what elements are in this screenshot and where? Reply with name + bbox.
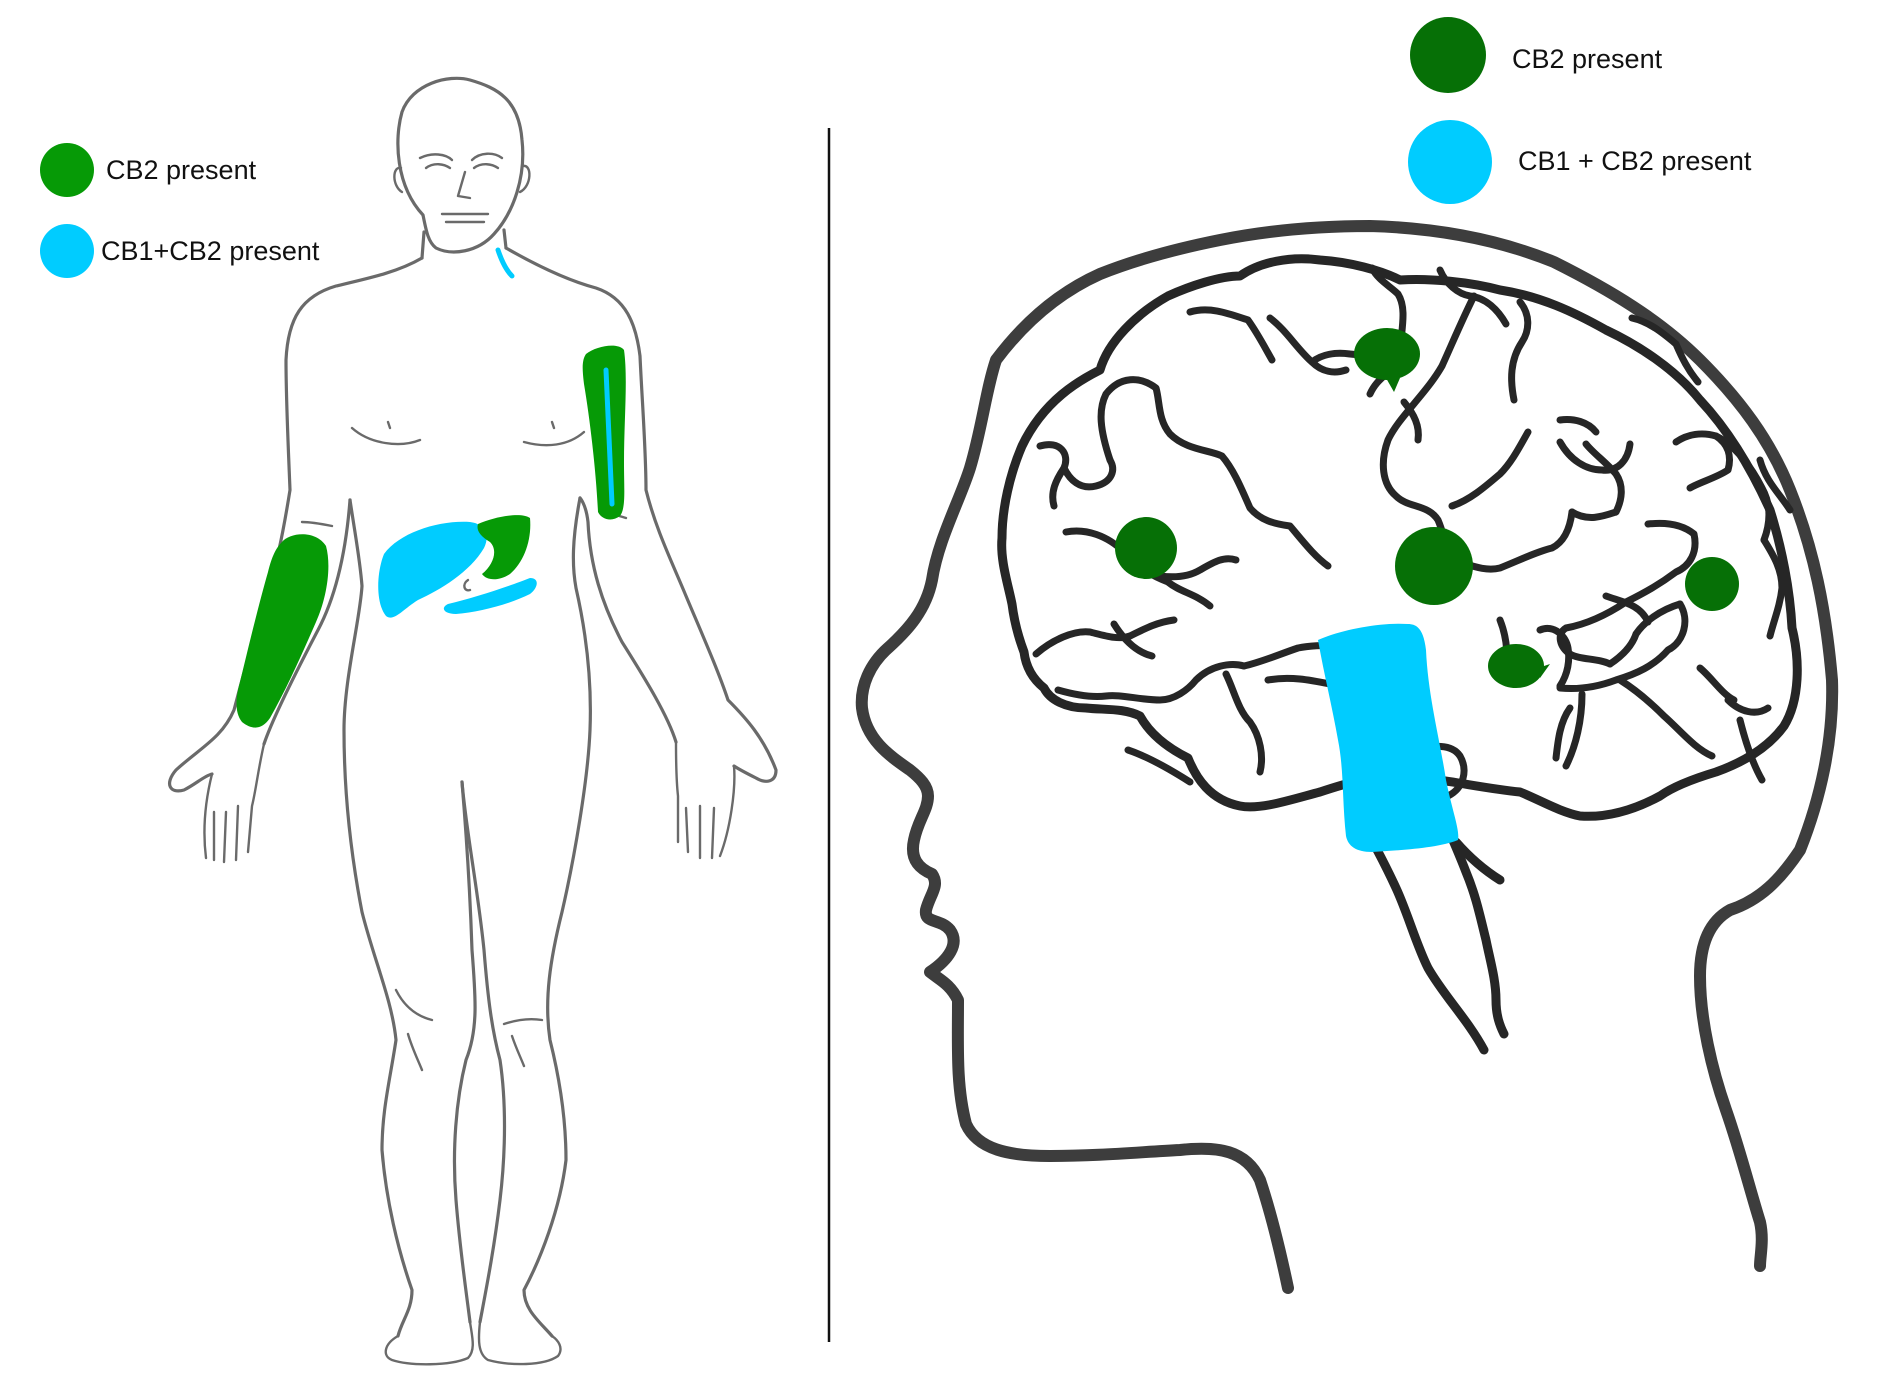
- body-inner-right-leg: [460, 780, 507, 1324]
- body-foot-right: [477, 1320, 562, 1366]
- body-legend: CB2 present CB1+CB2 present: [40, 143, 320, 278]
- body-legend-cb1-cb2-swatch: [40, 224, 94, 278]
- body-legend-cb1-cb2-label: CB1+CB2 present: [101, 236, 320, 266]
- body-pec-right: [522, 420, 586, 447]
- body-foot-left: [384, 1320, 474, 1366]
- region-upper-arm-cb1-cb2-line: [603, 367, 615, 507]
- head-outline: [855, 220, 1839, 1294]
- body-left-hand: [203, 742, 266, 864]
- body-left-side: [167, 256, 424, 793]
- region-motor-cortex-cb2: [1354, 328, 1420, 380]
- body-eye-left: [424, 163, 452, 170]
- brain-panel: CB2 present CB1 + CB2 present: [855, 17, 1839, 1294]
- body-inner-left-leg: [452, 780, 477, 1324]
- brain-outline: [997, 254, 1802, 821]
- brain-legend-cb2-swatch: [1410, 17, 1486, 93]
- body-right-side: [504, 246, 778, 783]
- body-eyebrow-right: [470, 152, 504, 162]
- body-nose: [456, 170, 472, 200]
- region-hippocampus-cb2-tail: [1538, 664, 1550, 678]
- body-knee-right: [502, 1018, 544, 1068]
- body-legend-cb2-swatch: [40, 143, 94, 197]
- body-pec-left: [350, 420, 422, 446]
- region-pancreas-cb1-cb2: [443, 578, 537, 614]
- body-navel: [463, 578, 472, 592]
- region-cerebellum-cb1-cb2: [1318, 623, 1459, 852]
- body-right-inner-arm: [578, 496, 678, 744]
- body-elbow-left: [300, 520, 334, 528]
- region-forearm-cb2: [236, 534, 329, 728]
- region-frontal-cb2: [1115, 517, 1177, 579]
- body-left-hip: [342, 498, 414, 1338]
- body-right-hand: [674, 740, 736, 860]
- body-neck-right: [502, 228, 508, 250]
- region-liver-cb1-cb2: [378, 521, 487, 618]
- body-knee-left: [394, 988, 434, 1072]
- brain-legend-cb1-cb2-label: CB1 + CB2 present: [1518, 146, 1752, 176]
- body-eyebrow-left: [418, 153, 454, 162]
- brain-gyri: [1032, 264, 1794, 786]
- body-neck-left: [420, 230, 426, 260]
- brain-legend: CB2 present CB1 + CB2 present: [1408, 17, 1752, 204]
- body-ear-right: [518, 164, 531, 194]
- region-occipital-cb2: [1685, 557, 1739, 611]
- body-head: [396, 76, 525, 254]
- body-receptor-regions: [236, 247, 626, 728]
- body-panel: CB2 present CB1+CB2 present: [40, 76, 778, 1366]
- region-hippocampus-cb2: [1488, 644, 1544, 688]
- region-thalamus-cb2: [1395, 527, 1473, 605]
- region-neck-cb1-cb2: [495, 247, 515, 279]
- brain-legend-cb1-cb2-swatch: [1408, 120, 1492, 204]
- body-legend-cb2-label: CB2 present: [106, 155, 257, 185]
- region-motor-cortex-cb2-tail: [1386, 378, 1400, 392]
- region-upper-arm-cb2: [582, 345, 626, 520]
- brain-receptor-regions: [1115, 328, 1739, 852]
- region-spleen-cb2: [477, 515, 531, 580]
- body-eye-right: [472, 163, 500, 170]
- body-mouth: [440, 212, 490, 224]
- body-ear-left: [393, 166, 404, 194]
- body-right-hip: [522, 496, 592, 1338]
- brain-legend-cb2-label: CB2 present: [1512, 44, 1663, 74]
- body-left-inner-arm: [262, 498, 352, 746]
